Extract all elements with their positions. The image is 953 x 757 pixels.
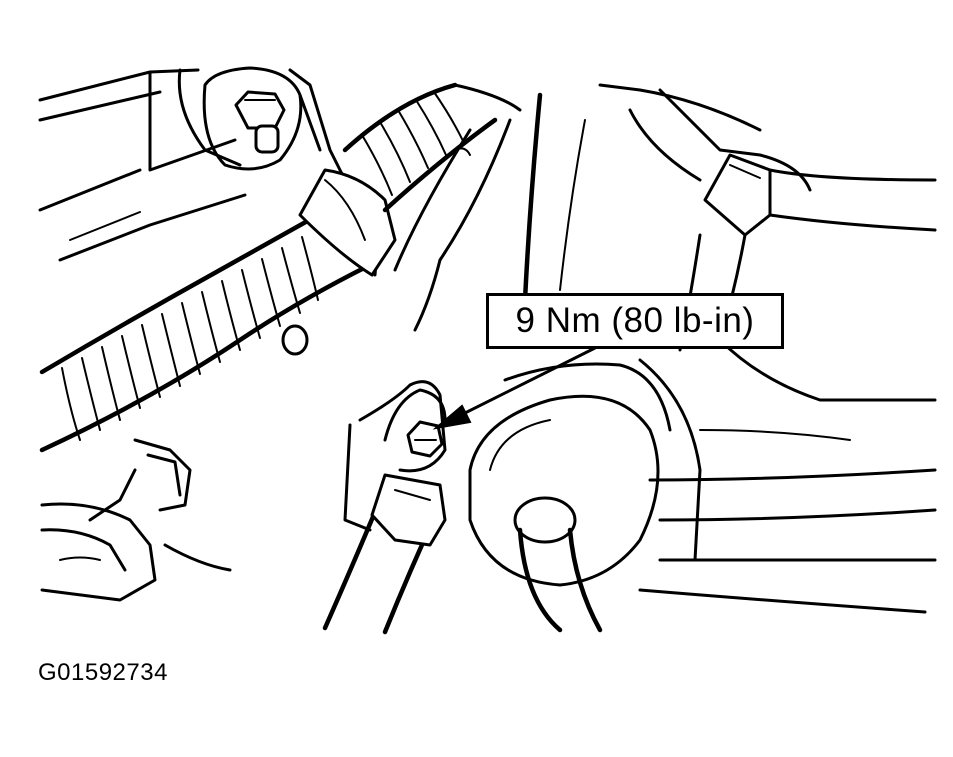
lower-left-bracket — [40, 438, 232, 602]
upper-bolt — [202, 66, 347, 182]
torque-label: 9 Nm (80 lb-in) — [515, 301, 755, 340]
filter-canister — [468, 358, 702, 633]
hose-clamp — [281, 168, 397, 356]
lower-right-structure — [638, 338, 937, 614]
mount-bracket — [343, 380, 447, 532]
upper-hose — [342, 82, 522, 213]
center-structure — [393, 83, 762, 332]
lower-tubes — [322, 473, 447, 635]
leader-arrowhead-icon — [432, 404, 472, 430]
torque-callout: 9 Nm (80 lb-in) — [486, 293, 784, 349]
figure-id: G01592734 — [38, 659, 168, 686]
callout-leader — [432, 346, 597, 430]
upper-left-panel — [38, 68, 247, 262]
